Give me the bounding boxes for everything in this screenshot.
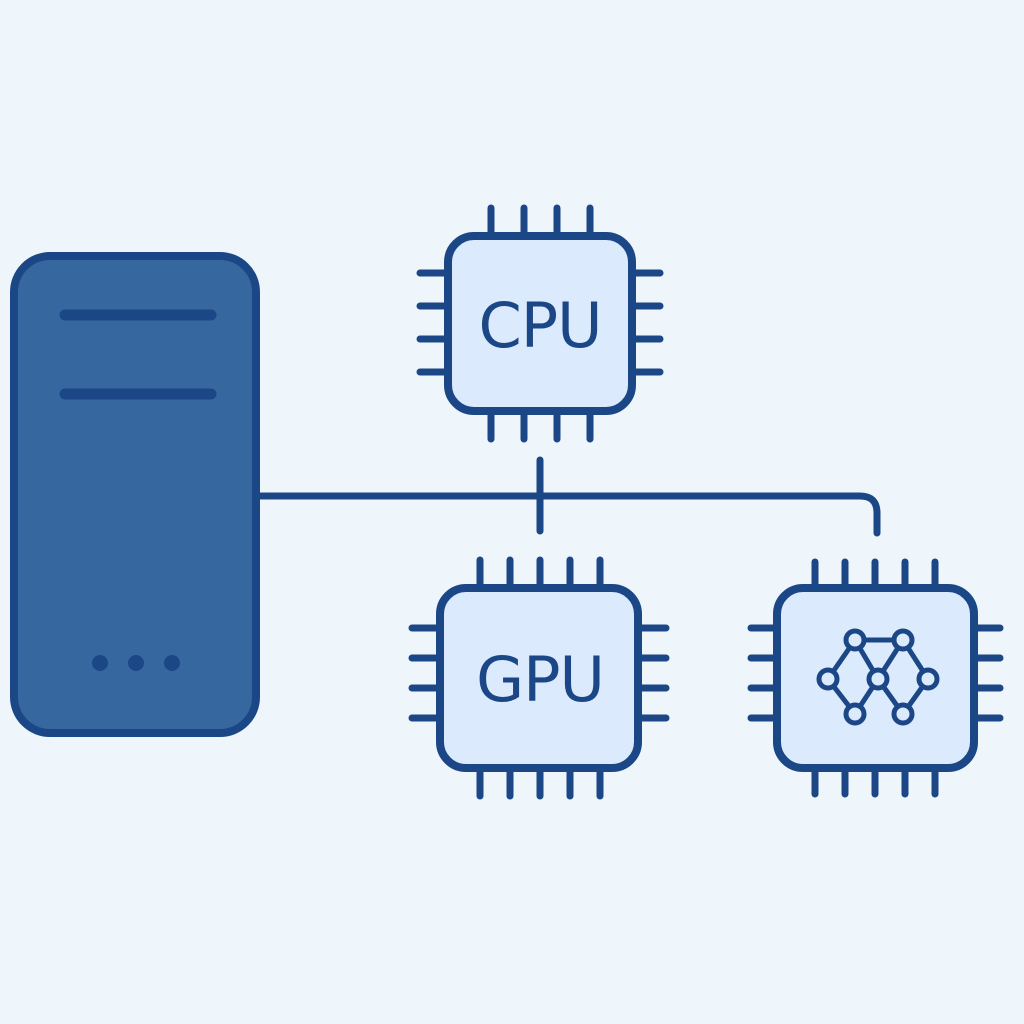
server-indicator-dot [164, 655, 180, 671]
bus-main-line [254, 492, 881, 537]
chip-body [436, 584, 642, 772]
gpu-chip-icon: GPU [408, 556, 670, 800]
chip-pins [416, 204, 664, 443]
npu-chip-icon [747, 558, 1004, 798]
network-node [816, 667, 840, 691]
connection-bus [254, 456, 881, 537]
chip-pins [408, 556, 670, 800]
network-node [891, 628, 915, 652]
chip-pins [747, 558, 1004, 798]
server-body [10, 252, 260, 737]
network-node [866, 667, 890, 691]
network-node [916, 667, 940, 691]
network-node [843, 702, 867, 726]
server-indicator-dot [92, 655, 108, 671]
network-node [891, 702, 915, 726]
cpu-chip-icon: CPU [416, 204, 664, 443]
chip-body [444, 232, 636, 415]
cpu-label: CPU [478, 289, 601, 362]
server-indicator-dot [128, 655, 144, 671]
server-tower-icon [10, 252, 260, 737]
gpu-label: GPU [476, 643, 604, 716]
neural-network-icon [816, 628, 940, 726]
network-node [843, 628, 867, 652]
